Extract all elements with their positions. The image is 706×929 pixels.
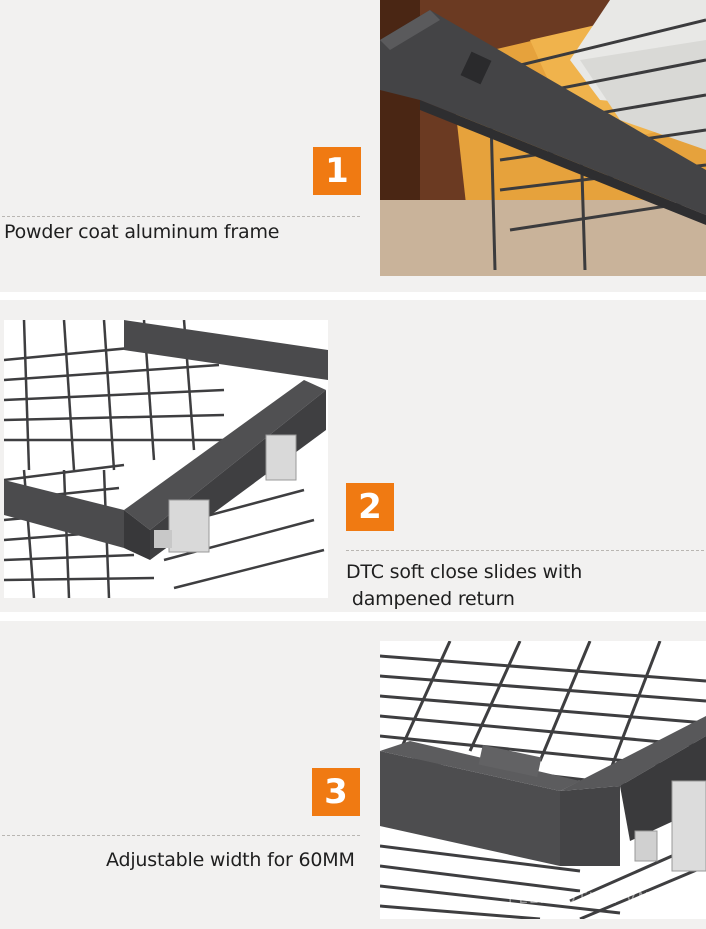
divider-line-1 bbox=[2, 216, 360, 217]
divider-line-3 bbox=[2, 835, 360, 836]
feature-number-badge-3: 3 bbox=[312, 768, 360, 816]
feature-panel-1: 1 Powder coat aluminum frame bbox=[0, 0, 706, 292]
feature-panel-3: FLEXTOTIVE VN 3 Adjustable width for 60M… bbox=[0, 621, 706, 929]
adjustable-width-photo: FLEXTOTIVE VN bbox=[380, 641, 706, 919]
feature-number-badge-2: 2 bbox=[346, 483, 394, 531]
caption-line: Powder coat aluminum frame bbox=[4, 221, 280, 243]
feature-caption-1: Powder coat aluminum frame bbox=[4, 219, 279, 246]
frame-closeup-photo bbox=[380, 0, 706, 276]
caption-line: Adjustable width for 60MM bbox=[106, 849, 355, 871]
soft-close-slide-photo bbox=[4, 320, 328, 598]
caption-line: dampened return bbox=[346, 588, 515, 610]
feature-number-badge-1: 1 bbox=[313, 147, 361, 195]
feature-caption-2: DTC soft close slides with dampened retu… bbox=[346, 559, 582, 612]
feature-caption-3: Adjustable width for 60MM bbox=[106, 847, 355, 874]
caption-line: DTC soft close slides with bbox=[346, 561, 583, 583]
watermark: FLEXTOTIVE VN bbox=[508, 889, 652, 907]
feature-panel-2: 2 DTC soft close slides with dampened re… bbox=[0, 300, 706, 612]
divider-line-2 bbox=[346, 550, 704, 551]
